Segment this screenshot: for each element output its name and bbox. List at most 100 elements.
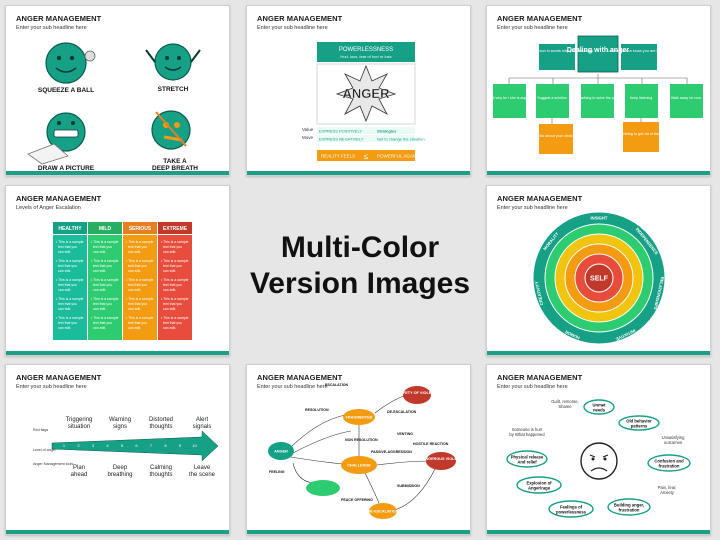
network-node-label: DE-ESCALATION: [368, 510, 399, 514]
network-edge-label: DE-ESCALATION: [387, 410, 417, 414]
svg-text:Value: Value: [302, 127, 314, 132]
center-caption: Multi-Color Version Images: [240, 230, 480, 302]
svg-text:SELF: SELF: [590, 276, 609, 283]
cell-text: • This is a sample: [161, 240, 188, 244]
cell-text: text that you: [58, 245, 77, 249]
slide-accent-bar: [487, 171, 710, 175]
svg-text:Think about your choices: Think about your choices: [535, 134, 577, 138]
smiley-squeeze-icon: [45, 42, 96, 84]
cycle-node-label: Unmet: [592, 403, 606, 408]
bottom-label: breathing: [107, 472, 132, 478]
cell-text: can edit.: [128, 288, 141, 292]
label-draw: DRAW A PICTURE: [38, 165, 95, 172]
cell-text: text that you: [128, 264, 147, 268]
cell-text: • This is a sample: [91, 297, 118, 301]
cell-text: can edit.: [93, 307, 106, 311]
svg-text:Red flags: Red flags: [33, 428, 48, 432]
cell-text: • This is a sample: [56, 240, 83, 244]
cell-text: • This is a sample: [126, 259, 153, 263]
bottom-label: thoughts: [149, 472, 172, 478]
cell-text: • This is a sample: [91, 316, 118, 320]
slide-subtitle: Levels of Anger Escalation: [16, 205, 81, 211]
cell-text: text that you: [93, 321, 112, 325]
slide-title: ANGER MANAGEMENT: [16, 373, 102, 382]
cell-text: can edit.: [93, 288, 106, 292]
cell-text: can edit.: [163, 288, 176, 292]
network-edge-label: SUBMISSION: [397, 484, 420, 488]
svg-text:Let the person know you are li: Let the person know you are listening: [608, 49, 671, 53]
slide-thumbnail-tips[interactable]: ANGER MANAGEMENT Enter your sub headline…: [5, 5, 230, 176]
cell-text: text that you: [93, 302, 112, 306]
label-deep-breath: DEEP BREATH: [152, 165, 198, 172]
cycle-node-label: needs: [593, 408, 606, 413]
svg-text:Walk away for now: Walk away for now: [671, 96, 701, 100]
cell-text: can edit.: [128, 269, 141, 273]
column-header: EXTREME: [163, 226, 188, 232]
network-edge-label: VENTING: [397, 432, 413, 436]
cell-text: can edit.: [163, 250, 176, 254]
cell-text: text that you: [163, 302, 182, 306]
top-label: Triggering: [66, 417, 93, 423]
cycle-note: Pain, fear,: [658, 485, 677, 490]
slide-thumbnail-self-wheel[interactable]: ANGER MANAGEMENT Enter your sub headline…: [486, 185, 711, 356]
svg-text:Ask why he / she is angry: Ask why he / she is angry: [489, 96, 530, 100]
bottom-label: Plan: [73, 465, 85, 471]
cycle-node-label: Building anger,: [614, 503, 644, 508]
anger-arrow-icon: [51, 430, 219, 462]
cycle-note: Guilt, remorse,: [551, 399, 578, 404]
slide-accent-bar: [247, 530, 470, 534]
network-node-label: SAFETY OF VIOLENT: [398, 391, 437, 395]
slide-thumbnail-escalation-levels[interactable]: ANGER MANAGEMENT Levels of Anger Escalat…: [5, 185, 230, 356]
network-edge-label: NON RESOLUTION: [345, 438, 378, 442]
slide-thumbnail-anger-cycle-network[interactable]: ANGER MANAGEMENT Enter your sub headline…: [246, 364, 471, 535]
slide-accent-bar: [6, 171, 229, 175]
slide-thumbnail-powerlessness[interactable]: ANGER MANAGEMENT Enter your sub headline…: [246, 5, 471, 176]
column-header: HEALTHY: [58, 226, 82, 232]
bottom-label: Deep: [113, 465, 128, 471]
cell-text: • This is a sample: [161, 316, 188, 320]
top-label: thoughts: [149, 424, 172, 430]
bottom-label: the scene: [189, 472, 216, 478]
slide-thumbnail-anger-cycle-ring[interactable]: ANGER MANAGEMENT Enter your sub headline…: [486, 364, 711, 535]
cell-text: text that you: [93, 264, 112, 268]
cycle-note: Unsatisfying: [662, 435, 685, 440]
dealing-with-anger-diagram: Tell the person in words why you are ang…: [489, 35, 703, 154]
scale-number: 9: [179, 443, 182, 448]
svg-text:EXPRESS POSITIVELY: EXPRESS POSITIVELY: [319, 129, 362, 134]
cell-text: text that you: [163, 245, 182, 249]
cycle-node-label: Confusion and: [654, 459, 684, 464]
cycle-node-label: And relief: [517, 460, 537, 465]
label-take: TAKE A: [163, 158, 187, 165]
cycle-node-label: patterns: [631, 424, 648, 429]
cell-text: can edit.: [58, 288, 71, 292]
cycle-node-label: Feelings of: [560, 505, 583, 510]
svg-text:Hurt, loss, fear of hurt or lo: Hurt, loss, fear of hurt or loss: [340, 54, 391, 59]
cell-text: can edit.: [163, 307, 176, 311]
column-header: MILD: [99, 226, 112, 232]
cell-text: can edit.: [58, 250, 71, 254]
slide-accent-bar: [6, 351, 229, 355]
svg-text:Tell the person in words why y: Tell the person in words why you are ang…: [521, 49, 593, 53]
cell-text: text that you: [58, 264, 77, 268]
network-node-label: ANGER: [274, 450, 288, 454]
slide-title: ANGER MANAGEMENT: [257, 373, 343, 382]
slide-title: ANGER MANAGEMENT: [497, 194, 583, 203]
frown-face-icon: [580, 442, 618, 480]
slide-thumbnail-dealing-with-anger[interactable]: ANGER MANAGEMENT Enter your sub headline…: [486, 5, 711, 176]
cycle-note: outcomes: [664, 440, 682, 445]
slide-thumbnail-anger-arrow[interactable]: ANGER MANAGEMENT Enter your sub headline…: [5, 364, 230, 535]
network-node-label: CHALLENGE: [347, 464, 371, 468]
top-label: signs: [113, 424, 127, 430]
cell-text: text that you: [58, 302, 77, 306]
cell-text: can edit.: [58, 307, 71, 311]
cell-text: • This is a sample: [161, 278, 188, 282]
top-label: Alert: [196, 417, 209, 423]
cell-text: text that you: [128, 302, 147, 306]
cell-text: can edit.: [163, 326, 176, 330]
scale-number: 7: [150, 443, 153, 448]
cycle-note: Anxiety: [660, 490, 675, 495]
ring-label: INSIGHT: [591, 216, 608, 221]
scale-number: 3: [92, 443, 95, 448]
